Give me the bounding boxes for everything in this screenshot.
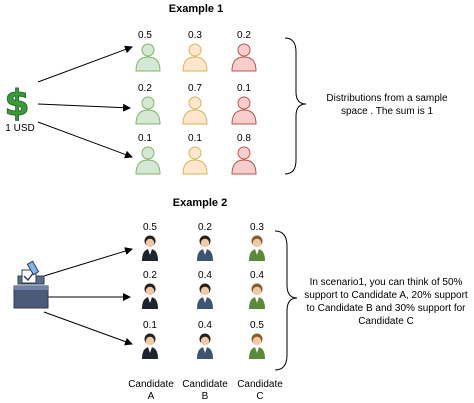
example2-value-r2-c2: 0.4 bbox=[198, 270, 212, 281]
example2-value-r3-c2: 0.4 bbox=[198, 320, 212, 331]
candidate-c-label: Candidate C bbox=[235, 379, 285, 403]
example1-value-r2-c3: 0.1 bbox=[237, 83, 251, 94]
example1-value-r3-c2: 0.1 bbox=[188, 133, 202, 144]
candidate-b-line2: B bbox=[201, 391, 209, 402]
candidate-a-label: Candidate A bbox=[126, 379, 176, 403]
example1-title: Example 1 bbox=[168, 3, 224, 15]
candidate-c-line1: Candidate bbox=[237, 379, 283, 390]
svg-text:$: $ bbox=[4, 83, 29, 124]
example2-value-r1-c3: 0.3 bbox=[250, 222, 264, 233]
example2-value-r3-c1: 0.1 bbox=[143, 320, 157, 331]
money-label: 1 USD bbox=[5, 123, 35, 134]
candidate-a-line1: Candidate bbox=[128, 379, 174, 390]
example1-value-r2-c1: 0.2 bbox=[138, 83, 152, 94]
example2-value-r1-c2: 0.2 bbox=[198, 222, 212, 233]
example1-value-r1-c2: 0.3 bbox=[188, 30, 202, 41]
ballot-box-icon bbox=[13, 260, 49, 309]
ballot-arrow-row1 bbox=[43, 247, 133, 277]
example2-value-r3-c3: 0.5 bbox=[250, 320, 264, 331]
person-icon bbox=[231, 96, 257, 125]
example1-value-r3-c1: 0.1 bbox=[138, 133, 152, 144]
businessperson-icon bbox=[142, 333, 158, 359]
businessperson-icon bbox=[249, 283, 265, 309]
example2-note: In scenario1, you can think of 50% suppo… bbox=[304, 277, 468, 327]
businessperson-icon bbox=[142, 283, 158, 309]
person-icon bbox=[135, 43, 161, 72]
candidate-b-line1: Candidate bbox=[182, 379, 228, 390]
example2-title: Example 2 bbox=[172, 197, 228, 209]
person-icon bbox=[182, 96, 208, 125]
example1-value-r3-c3: 0.8 bbox=[237, 133, 251, 144]
arrow-to-row2 bbox=[37, 103, 131, 112]
brace-example1 bbox=[284, 37, 307, 175]
example2-value-r2-c1: 0.2 bbox=[143, 270, 157, 281]
example1-value-r1-c1: 0.5 bbox=[138, 30, 152, 41]
businessperson-icon bbox=[197, 235, 213, 261]
candidate-a-line2: A bbox=[147, 391, 155, 402]
businessperson-icon bbox=[249, 235, 265, 261]
businessperson-icon bbox=[142, 235, 158, 261]
example1-note: Distributions from a sample space . The … bbox=[326, 93, 448, 117]
example1-value-r2-c2: 0.7 bbox=[188, 83, 202, 94]
arrow-to-row1 bbox=[37, 45, 133, 83]
person-icon bbox=[231, 43, 257, 72]
example1-value-r1-c3: 0.2 bbox=[237, 30, 251, 41]
person-icon bbox=[231, 146, 257, 175]
person-icon bbox=[182, 43, 208, 72]
brace-example2 bbox=[274, 230, 298, 371]
businessperson-icon bbox=[197, 283, 213, 309]
businessperson-icon bbox=[197, 333, 213, 359]
businessperson-icon bbox=[249, 333, 265, 359]
candidate-b-label: Candidate B bbox=[180, 379, 230, 403]
candidate-c-line2: C bbox=[256, 391, 264, 402]
person-icon bbox=[135, 146, 161, 175]
example2-value-r2-c3: 0.4 bbox=[250, 270, 264, 281]
arrow-to-row3 bbox=[37, 121, 133, 159]
example2-value-r1-c1: 0.5 bbox=[143, 222, 157, 233]
dollar-icon: $ bbox=[4, 83, 30, 125]
person-icon bbox=[135, 96, 161, 125]
ballot-arrow-row3 bbox=[43, 311, 133, 346]
person-icon bbox=[182, 146, 208, 175]
